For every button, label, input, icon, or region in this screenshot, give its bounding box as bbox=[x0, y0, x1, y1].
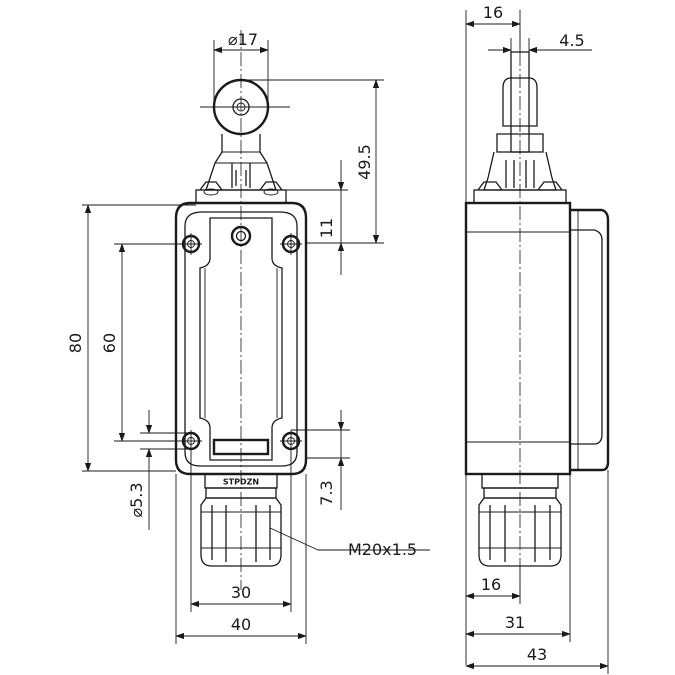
dim-overall-height: 49.5 bbox=[241, 79, 384, 244]
dim-body-height: 80 bbox=[66, 204, 196, 472]
dim-gland-offset: 16 bbox=[465, 474, 521, 665]
dim-hole-width: 30 bbox=[190, 452, 292, 612]
thread-label: M20x1.5 bbox=[348, 540, 417, 559]
dim-body-width-label: 40 bbox=[231, 615, 251, 634]
dim-lever-width-label: 4.5 bbox=[559, 31, 584, 50]
dim-bottom-offset: 7.3 bbox=[291, 410, 350, 510]
dim-hole-width-label: 30 bbox=[231, 583, 251, 602]
dim-top-width-label: 16 bbox=[483, 3, 503, 22]
dim-overall-depth-label: 43 bbox=[527, 645, 547, 664]
cable-gland: STPDZN bbox=[200, 473, 282, 567]
roller bbox=[200, 78, 290, 136]
thread-callout: M20x1.5 bbox=[269, 527, 430, 559]
dim-overall-height-label: 49.5 bbox=[355, 144, 374, 180]
dim-body-depth-label: 31 bbox=[505, 613, 525, 632]
actuator-head bbox=[195, 134, 287, 204]
dim-hole-spacing: 60 bbox=[100, 243, 191, 442]
nameplate-text: STPDZN bbox=[223, 478, 259, 487]
dim-hole-spacing-label: 60 bbox=[100, 333, 119, 353]
dim-roller-dia-label: ⌀17 bbox=[228, 30, 258, 49]
dim-body-depth: 31 bbox=[465, 474, 571, 642]
dim-body-height-label: 80 bbox=[66, 333, 85, 353]
dim-body-width: 40 bbox=[175, 474, 307, 644]
dim-head-offset: 11 bbox=[276, 160, 348, 275]
dim-top-width: 16 bbox=[465, 3, 521, 203]
dim-hole-dia-label: ⌀5.3 bbox=[127, 482, 146, 517]
dim-hole-dia: ⌀5.3 bbox=[127, 410, 191, 530]
front-view: STPDZN ⌀17 49.5 11 bbox=[66, 30, 430, 644]
dim-lever-width: 4.5 bbox=[488, 31, 592, 60]
dim-overall-depth: 43 bbox=[465, 470, 609, 674]
side-body bbox=[464, 201, 610, 476]
side-view: 16 4.5 16 31 43 bbox=[464, 3, 610, 674]
switch-body bbox=[174, 201, 308, 476]
side-gland bbox=[478, 473, 562, 567]
dim-roller-dia: ⌀17 bbox=[213, 30, 269, 100]
dim-gland-offset-label: 16 bbox=[481, 575, 501, 594]
dim-bottom-offset-label: 7.3 bbox=[317, 480, 336, 505]
dim-head-offset-label: 11 bbox=[317, 218, 336, 238]
